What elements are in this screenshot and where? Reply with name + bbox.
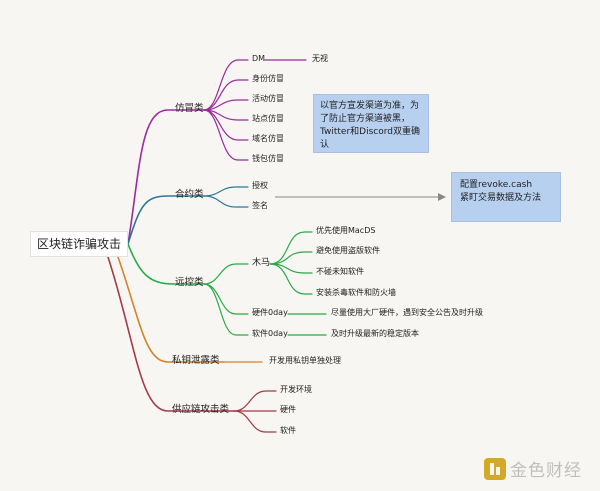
category-remote: 远控类 bbox=[175, 277, 204, 288]
item-authorize: 授权 bbox=[252, 181, 268, 190]
edge-root-supply bbox=[107, 256, 235, 412]
item-dm: DM bbox=[252, 54, 266, 63]
trojan-action-4: 安装杀毒软件和防火墙 bbox=[316, 288, 396, 297]
item-sign: 签名 bbox=[252, 201, 268, 210]
item-site: 站点仿冒 bbox=[252, 114, 284, 123]
item-activity: 活动仿冒 bbox=[252, 94, 284, 103]
item-hardware-0day: 硬件0day bbox=[252, 308, 288, 317]
category-key-leak: 私钥泄露类 bbox=[172, 355, 220, 366]
item-hardware: 硬件 bbox=[280, 405, 296, 414]
watermark-text: 金色财经 bbox=[510, 461, 582, 481]
item-wallet: 钱包仿冒 bbox=[252, 154, 284, 163]
dm-action: 无视 bbox=[312, 54, 328, 63]
edge-root-remote bbox=[127, 243, 205, 285]
trojan-action-1: 优先使用MacDS bbox=[316, 226, 376, 235]
item-trojan: 木马 bbox=[252, 258, 271, 268]
contract-note: 配置revoke.cash 紧盯交易数据及方法 bbox=[451, 172, 561, 222]
edge-root-keyleak bbox=[117, 256, 225, 363]
edge-root-impersonation bbox=[127, 109, 205, 245]
impersonation-note: 以官方宣发渠道为准，为了防止官方渠道被黑，Twitter和Discord双重确认 bbox=[313, 94, 429, 153]
watermark: 金色财经 bbox=[484, 456, 582, 481]
edge-root-contract bbox=[127, 195, 205, 245]
watermark-logo-icon bbox=[484, 457, 506, 480]
category-supply-chain: 供应链攻击类 bbox=[172, 404, 230, 415]
trojan-action-3: 不碰未知软件 bbox=[316, 267, 364, 276]
category-contract: 合约类 bbox=[175, 189, 204, 200]
item-software: 软件 bbox=[280, 426, 296, 435]
root-node: 区块链诈骗攻击 bbox=[30, 231, 128, 257]
item-dev-env: 开发环境 bbox=[280, 385, 312, 394]
software-action: 及时升级最新的稳定版本 bbox=[331, 329, 419, 338]
item-domain: 域名仿冒 bbox=[252, 134, 284, 143]
category-impersonation: 仿冒类 bbox=[175, 103, 204, 114]
key-leak-action: 开发用私钥单独处理 bbox=[269, 356, 341, 365]
trojan-action-2: 避免使用盗版软件 bbox=[316, 246, 380, 255]
item-software-0day: 软件0day bbox=[252, 329, 288, 338]
item-identity: 身份仿冒 bbox=[252, 74, 284, 83]
hardware-action: 尽量使用大厂硬件，遇到安全公告及时升级 bbox=[331, 308, 483, 317]
